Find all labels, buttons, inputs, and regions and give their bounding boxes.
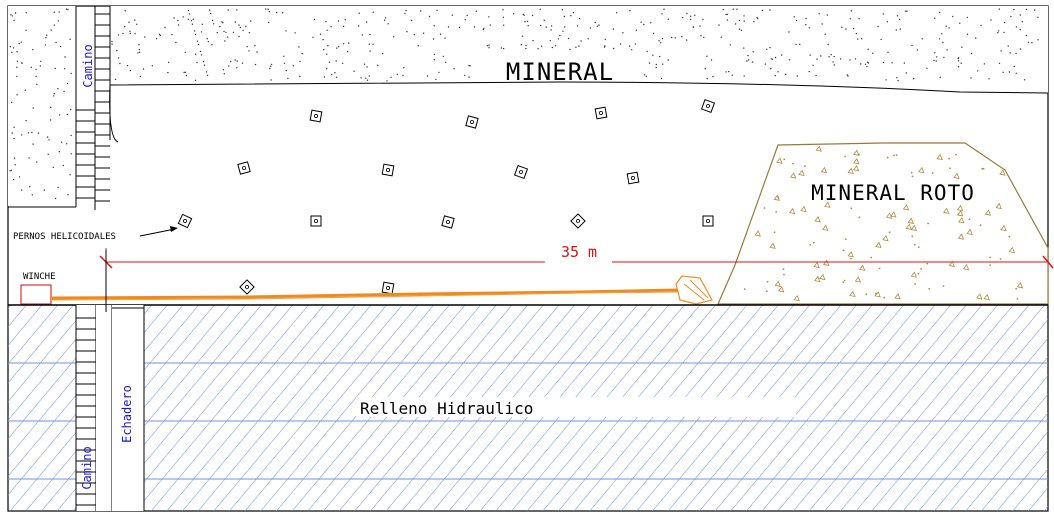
ore-boundary: [109, 81, 1049, 94]
square-bolt-icon: [626, 171, 640, 185]
relleno-label: Relleno Hidraulico: [360, 399, 533, 418]
scraper-cable: [50, 288, 679, 301]
pernos-leader: [139, 228, 176, 237]
square-bolt-icon: [513, 164, 529, 180]
square-bolt-icon: [594, 106, 608, 120]
echadero-label: Echadero: [120, 385, 134, 443]
pernos-label: PERNOS HELICOIDALES: [13, 232, 116, 242]
broken-ore-pile: [717, 142, 1049, 305]
mineral-label: MINERAL: [506, 58, 614, 86]
winch-icon: [20, 284, 52, 305]
camino-label-top: Camino: [81, 44, 95, 87]
square-bolt-icon: [177, 213, 193, 229]
square-bolt-icon: [310, 215, 322, 227]
square-bolt-icon: [700, 98, 716, 114]
square-bolt-icon: [702, 215, 714, 227]
winche-label: WINCHE: [23, 272, 56, 282]
square-bolt-icon: [570, 213, 586, 229]
camino-label-bottom: Camino: [80, 446, 94, 489]
rock-bolts: [177, 98, 716, 295]
square-bolt-icon: [381, 163, 395, 177]
distance-label: 35 m: [561, 243, 597, 261]
square-bolt-icon: [309, 109, 323, 123]
left-rock-pillar: [8, 6, 77, 208]
ladder-icon: [75, 6, 119, 210]
square-bolt-icon: [441, 215, 455, 229]
ore-body: [109, 6, 1049, 94]
square-bolt-icon: [239, 279, 255, 295]
mineral-roto-label: MINERAL ROTO: [811, 181, 975, 205]
square-bolt-icon: [237, 161, 251, 175]
square-bolt-icon: [381, 281, 395, 295]
pernos-arrow-icon: [170, 226, 178, 232]
hydraulic-fill: [8, 304, 1048, 511]
pillar-dots: [9, 8, 72, 200]
ladder-icon: [75, 250, 145, 511]
scraper-bucket-icon: [675, 275, 713, 305]
ore-dots: [111, 8, 1039, 82]
square-bolt-icon: [465, 115, 479, 129]
